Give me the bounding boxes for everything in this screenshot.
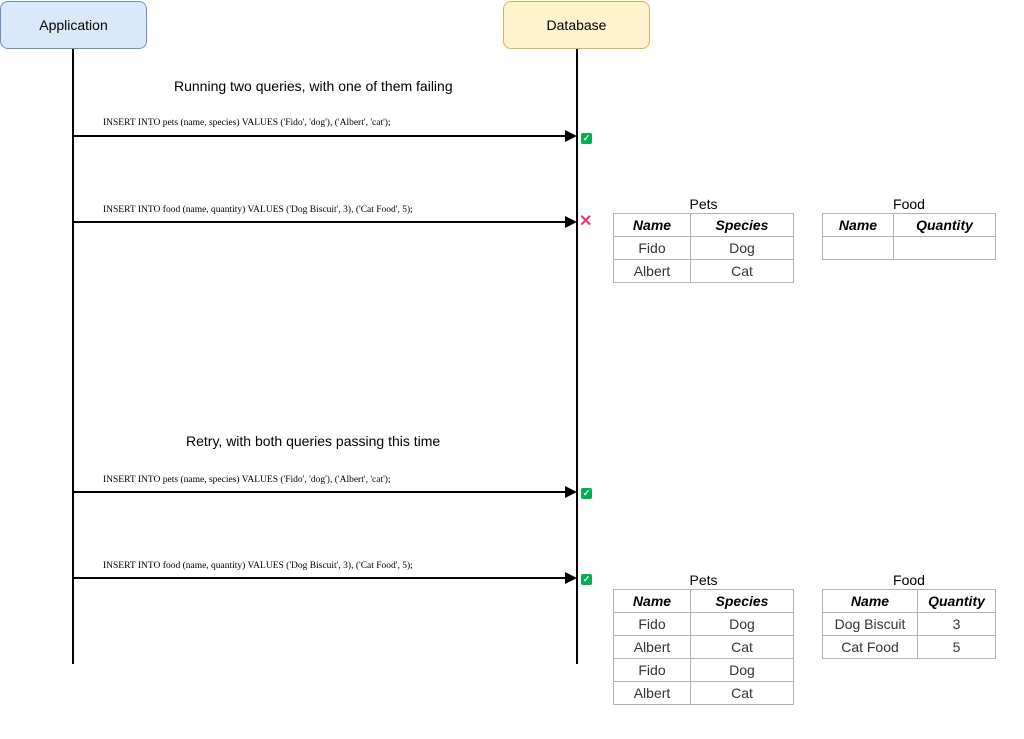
table-row: Albert Cat	[613, 259, 794, 283]
check-icon: ✓	[581, 574, 592, 585]
table-row	[822, 236, 996, 260]
table-row: Albert Cat	[613, 681, 794, 705]
table-row: Fido Dog	[613, 236, 794, 260]
arrowhead-icon	[565, 216, 577, 228]
section-2-pets-table: Pets Name Species Fido Dog Albert Cat Fi…	[613, 572, 794, 705]
table-cell: Albert	[613, 681, 691, 705]
table-cell: 3	[917, 612, 996, 636]
column-header: Quantity	[917, 589, 996, 613]
table-cell: Fido	[613, 612, 691, 636]
table-cell: Cat Food	[822, 635, 918, 659]
column-header: Species	[690, 213, 794, 237]
database-lifeline	[576, 49, 578, 664]
section-2-message-2-arrow	[73, 577, 566, 579]
table-cell: Albert	[613, 259, 691, 283]
table-caption: Food	[893, 196, 925, 212]
check-icon: ✓	[581, 488, 592, 499]
table-row: Fido Dog	[613, 658, 794, 682]
database-actor: Database	[503, 1, 650, 49]
table-caption: Food	[893, 572, 925, 588]
table-cell: Dog	[690, 658, 794, 682]
section-1-pets-table: Pets Name Species Fido Dog Albert Cat	[613, 196, 794, 283]
column-header: Name	[822, 589, 918, 613]
table-cell: Cat	[690, 259, 794, 283]
application-actor-label: Application	[39, 17, 108, 33]
column-header: Name	[822, 213, 894, 237]
table-row: Dog Biscuit 3	[822, 612, 996, 636]
section-1-message-1-arrow	[73, 135, 566, 137]
section-2-food-table: Food Name Quantity Dog Biscuit 3 Cat Foo…	[822, 572, 996, 659]
section-1-message-2-arrow	[73, 221, 566, 223]
arrowhead-icon	[565, 572, 577, 584]
database-actor-label: Database	[546, 17, 607, 33]
column-header: Species	[690, 589, 794, 613]
table-cell: Dog	[690, 236, 794, 260]
table-cell: Fido	[613, 236, 691, 260]
table-cell	[822, 236, 894, 260]
table-cell: Fido	[613, 658, 691, 682]
section-1-message-2-label: INSERT INTO food (name, quantity) VALUES…	[103, 205, 413, 215]
column-header: Quantity	[893, 213, 996, 237]
table-cell: Albert	[613, 635, 691, 659]
section-1-food-table: Food Name Quantity	[822, 196, 996, 260]
table-cell: Dog Biscuit	[822, 612, 918, 636]
table-cell: Cat	[690, 635, 794, 659]
column-header: Name	[613, 589, 691, 613]
cross-icon: ✕	[579, 213, 593, 230]
table-caption: Pets	[689, 196, 718, 212]
application-actor: Application	[0, 1, 147, 49]
table-cell: Dog	[690, 612, 794, 636]
table-cell: Cat	[690, 681, 794, 705]
section-2-message-1-label: INSERT INTO pets (name, species) VALUES …	[103, 475, 391, 485]
table-cell: 5	[917, 635, 996, 659]
section-2-title: Retry, with both queries passing this ti…	[186, 433, 441, 449]
table-row: Cat Food 5	[822, 635, 996, 659]
table-row: Fido Dog	[613, 612, 794, 636]
arrowhead-icon	[565, 486, 577, 498]
section-1-message-1-label: INSERT INTO pets (name, species) VALUES …	[103, 118, 391, 128]
section-2-message-2-label: INSERT INTO food (name, quantity) VALUES…	[103, 561, 413, 571]
check-icon: ✓	[581, 133, 592, 144]
arrowhead-icon	[565, 130, 577, 142]
application-lifeline	[72, 49, 74, 664]
section-2-message-1-arrow	[73, 491, 566, 493]
table-cell	[893, 236, 996, 260]
section-1-title: Running two queries, with one of them fa…	[174, 78, 453, 94]
table-row: Albert Cat	[613, 635, 794, 659]
table-caption: Pets	[689, 572, 718, 588]
column-header: Name	[613, 213, 691, 237]
